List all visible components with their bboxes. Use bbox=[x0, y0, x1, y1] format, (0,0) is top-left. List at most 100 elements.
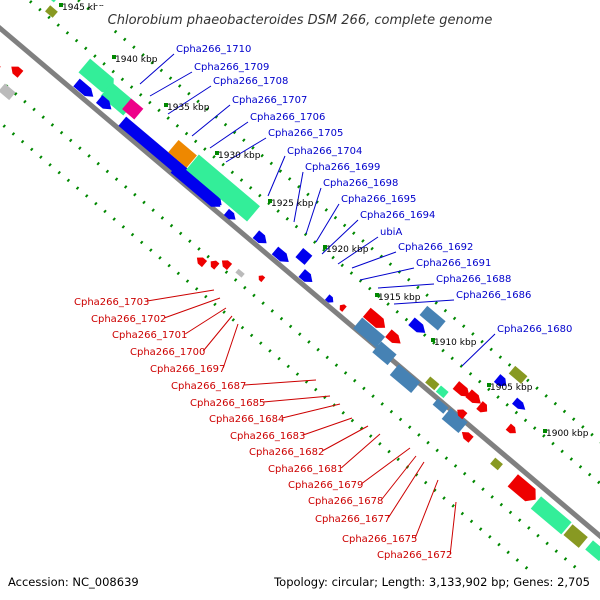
gene-feature bbox=[493, 374, 507, 387]
kbp-label: 1935 kbp bbox=[167, 103, 210, 113]
gene-feature bbox=[298, 269, 313, 283]
kbp-tick-mark bbox=[59, 3, 63, 7]
gene-feature bbox=[0, 83, 16, 101]
gene-feature-shape bbox=[122, 98, 144, 120]
kbp-tick-mark bbox=[215, 151, 219, 155]
gene-feature-shape bbox=[0, 63, 1, 72]
gene-feature bbox=[45, 5, 58, 18]
gene-feature bbox=[339, 304, 347, 312]
label-leader-lines bbox=[139, 53, 496, 555]
gene-feature bbox=[461, 432, 474, 443]
tick-dot-row bbox=[26, 0, 600, 486]
tick-dot-row bbox=[0, 120, 567, 600]
gene-feature-shape bbox=[389, 364, 421, 394]
gene-feature-shape bbox=[258, 275, 266, 283]
reverse-gene-label: Cpha266_1687 bbox=[171, 381, 246, 392]
gene-feature bbox=[324, 294, 334, 303]
gene-feature bbox=[507, 474, 536, 502]
gene-feature-shape bbox=[461, 432, 474, 443]
reverse-label-leader bbox=[303, 417, 353, 436]
gene-feature-shape bbox=[563, 524, 588, 548]
forward-label-leader bbox=[377, 283, 435, 289]
gene-feature bbox=[78, 58, 114, 93]
gene-feature-shape bbox=[170, 163, 221, 207]
gene-feature bbox=[295, 248, 313, 265]
gene-feature-shape bbox=[45, 5, 58, 18]
gene-feature bbox=[235, 268, 245, 278]
gene-feature-shape bbox=[223, 208, 236, 220]
reverse-label-leader bbox=[244, 379, 317, 386]
gene-feature bbox=[563, 524, 588, 548]
forward-gene-label: Cpha266_1706 bbox=[250, 112, 325, 123]
gene-feature bbox=[168, 139, 197, 168]
forward-gene-label: Cpha266_1705 bbox=[268, 128, 343, 139]
gene-feature-shape bbox=[419, 305, 446, 331]
reverse-gene-label: Cpha266_1701 bbox=[112, 330, 187, 341]
gene-feature bbox=[258, 275, 266, 283]
reverse-gene-label: Cpha266_1675 bbox=[342, 534, 417, 545]
reverse-gene-label: Cpha266_1672 bbox=[377, 550, 452, 561]
reverse-gene-label: Cpha266_1684 bbox=[209, 414, 284, 425]
forward-label-leader bbox=[351, 251, 397, 269]
gene-feature-shape bbox=[432, 398, 449, 414]
reverse-gene-label: Cpha266_1678 bbox=[308, 496, 383, 507]
gene-feature-shape bbox=[490, 457, 503, 471]
forward-label-leader bbox=[149, 71, 193, 97]
gene-feature-shape bbox=[252, 230, 267, 244]
forward-gene-label: ubiA bbox=[380, 227, 402, 238]
gene-feature-shape bbox=[78, 58, 114, 93]
kbp-tick-mark bbox=[375, 293, 379, 297]
genome-backbone bbox=[0, 24, 600, 540]
gene-feature bbox=[0, 63, 1, 72]
gene-feature bbox=[425, 376, 440, 391]
gene-feature-shape bbox=[512, 397, 526, 410]
gene-feature bbox=[252, 230, 267, 244]
gene-feature bbox=[585, 540, 600, 562]
gene-feature bbox=[196, 257, 208, 268]
reverse-label-leader bbox=[321, 425, 369, 452]
gene-feature-shape bbox=[476, 401, 488, 413]
gene-feature bbox=[47, 0, 59, 3]
reverse-label-leader bbox=[263, 395, 331, 403]
gene-feature bbox=[452, 381, 470, 397]
gene-feature bbox=[432, 398, 449, 414]
gene-labels: Cpha266_1710Cpha266_1709Cpha266_1708Cpha… bbox=[74, 44, 572, 561]
forward-gene-label: Cpha266_1708 bbox=[213, 76, 288, 87]
gene-feature-shape bbox=[425, 376, 440, 391]
reverse-gene-label: Cpha266_1703 bbox=[74, 297, 149, 308]
gene-feature bbox=[530, 496, 572, 535]
topology-text: Topology: circular; Length: 3,133,902 bp… bbox=[273, 575, 590, 589]
forward-gene-label: Cpha266_1680 bbox=[497, 324, 572, 335]
gene-feature bbox=[362, 307, 386, 328]
reverse-gene-label: Cpha266_1700 bbox=[130, 347, 205, 358]
forward-gene-label: Cpha266_1704 bbox=[287, 146, 362, 157]
gene-feature-shape bbox=[408, 317, 426, 333]
kbp-tick-mark bbox=[323, 245, 327, 249]
gene-feature-shape bbox=[196, 257, 208, 268]
forward-label-leader bbox=[293, 171, 304, 223]
gene-feature bbox=[508, 365, 528, 384]
forward-label-leader bbox=[315, 203, 340, 243]
forward-label-leader bbox=[209, 121, 249, 149]
reverse-label-leader bbox=[222, 323, 239, 369]
gene-feature bbox=[419, 305, 446, 331]
accession-text: Accession: NC_008639 bbox=[8, 575, 139, 589]
reverse-label-leader bbox=[449, 501, 457, 555]
gene-feature-shape bbox=[508, 365, 528, 384]
forward-gene-label: Cpha266_1698 bbox=[323, 178, 398, 189]
forward-label-leader bbox=[359, 267, 415, 281]
gene-feature-shape bbox=[185, 154, 260, 222]
gene-feature bbox=[476, 401, 488, 413]
gene-feature-shape bbox=[507, 474, 536, 502]
gene-feature-shape bbox=[530, 496, 572, 535]
forward-label-leader bbox=[393, 299, 455, 305]
kbp-tick-mark bbox=[268, 199, 272, 203]
kbp-tick-mark bbox=[431, 338, 435, 342]
forward-gene-label: Cpha266_1691 bbox=[416, 258, 491, 269]
forward-gene-label: Cpha266_1699 bbox=[305, 162, 380, 173]
kbp-tick-mark bbox=[543, 429, 547, 433]
gene-feature-shape bbox=[465, 389, 481, 404]
footer-backdrop bbox=[0, 572, 600, 600]
